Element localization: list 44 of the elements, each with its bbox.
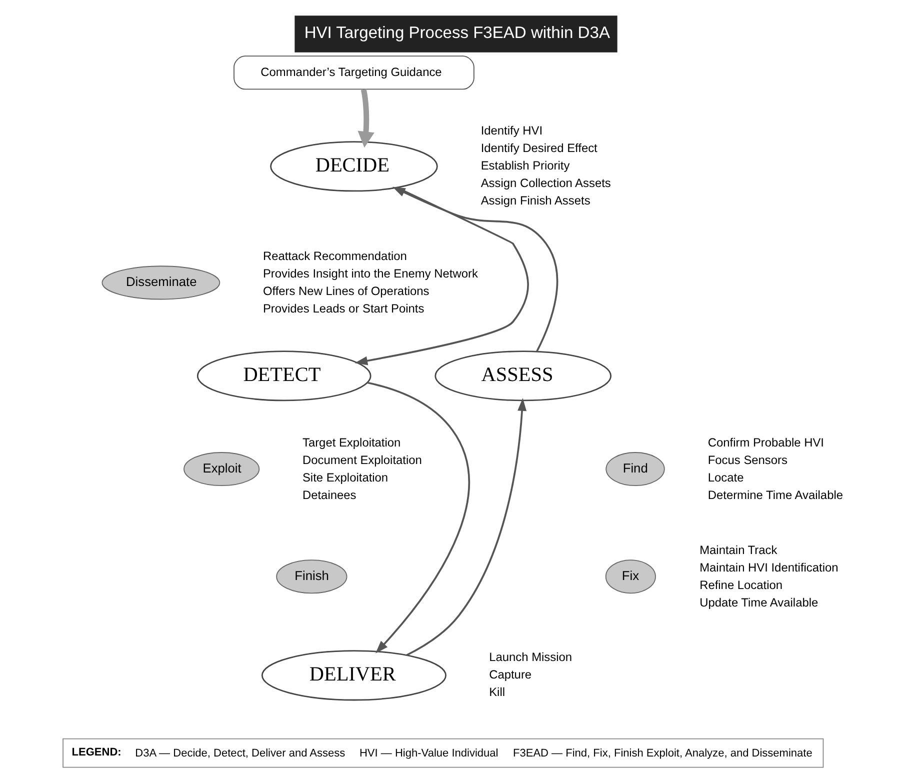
node-label: Site Exploitation — [302, 470, 388, 484]
node-ellipse: Disseminate — [102, 266, 220, 300]
label: HVI — High-Value Individual — [359, 747, 498, 760]
node-ellipse: Exploit — [184, 452, 260, 486]
node-label: Launch Mission — [489, 650, 572, 664]
node-ellipse: Find — [606, 452, 665, 486]
arrow — [367, 382, 470, 654]
node-label: Refine Location — [700, 578, 783, 592]
node-label: Identify Desired Effect — [480, 141, 598, 156]
node-label: Provides Leads or Start Points — [262, 301, 424, 316]
arrow — [354, 186, 529, 366]
label: LEGEND: — [72, 746, 122, 758]
node-ellipse: DELIVER — [261, 650, 446, 701]
node-ellipse: ASSESS — [434, 350, 612, 402]
label: F3EAD — Find, Fix, Finish Exploit, Analyze, and Disseminate — [512, 747, 812, 760]
node-ellipse: DETECT — [196, 350, 372, 402]
label: D3A — Decide, Detect, Deliver and Assess — [135, 747, 346, 760]
node-label: Assign Collection Assets — [480, 176, 611, 190]
arrow — [358, 89, 374, 148]
node-label: Confirm Probable HVI — [708, 435, 824, 450]
node-label: Provides Insight into the Enemy Network — [262, 266, 478, 281]
node-label: Locate — [708, 470, 744, 484]
node-ellipse: Finish — [276, 560, 348, 594]
node-label: Maintain HVI Identification — [700, 560, 838, 574]
node-label: Update Time Available — [700, 595, 818, 610]
arrow — [392, 186, 558, 352]
arrow — [406, 398, 527, 656]
node-ellipse: DECIDE — [270, 141, 438, 192]
node-label: Capture — [489, 668, 532, 682]
node-label: Target Exploitation — [302, 435, 401, 450]
node-label: Maintain Track — [700, 542, 778, 557]
node-label: Establish Priority — [480, 158, 570, 173]
node-label: Detainees — [302, 488, 356, 502]
node-ellipse: Fix — [605, 560, 656, 594]
node-label: Document Exploitation — [302, 452, 422, 467]
node-label: Offers New Lines of Operations — [262, 284, 430, 298]
node-label: Assign Finish Assets — [480, 193, 590, 208]
node-label: Identify HVI — [480, 124, 543, 138]
node-label: Focus Sensors — [708, 452, 788, 467]
node-label: Kill — [489, 685, 506, 700]
node-box: Commander’s Targeting Guidance — [234, 56, 474, 90]
node-label: Determine Time Available — [708, 488, 844, 502]
diagram-title: HVI Targeting Process F3EAD within D3A — [304, 23, 610, 42]
node-label: Reattack Recommendation — [262, 249, 407, 264]
